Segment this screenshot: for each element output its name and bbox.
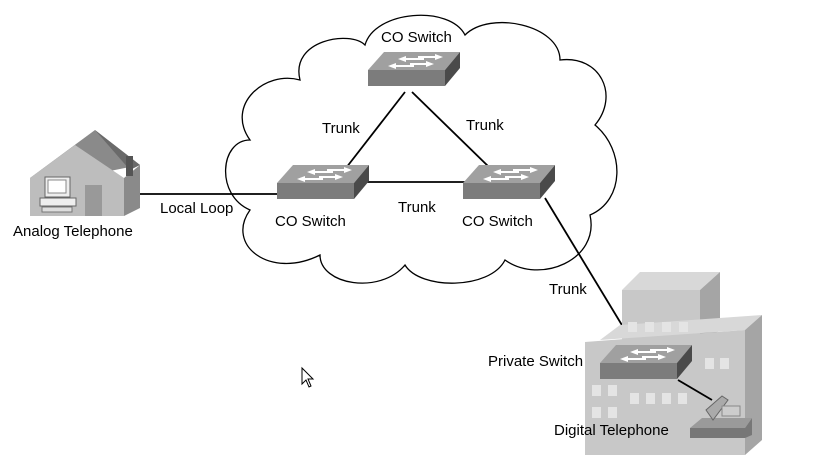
trunk-link-top-right bbox=[411, 91, 491, 169]
co-switch-right-icon bbox=[463, 165, 555, 199]
local-loop-label: Local Loop bbox=[160, 200, 234, 217]
co-switch-left-icon bbox=[277, 165, 369, 199]
digital-telephone-icon bbox=[690, 395, 752, 438]
phone-link bbox=[677, 379, 713, 401]
co-switch-right-label: CO Switch bbox=[462, 213, 533, 230]
digital-telephone-label: Digital Telephone bbox=[554, 422, 669, 439]
trunk-link-private bbox=[544, 197, 635, 346]
trunk-link-top-left bbox=[345, 91, 406, 169]
co-switch-left-label: CO Switch bbox=[275, 213, 346, 230]
analog-telephone-label: Analog Telephone bbox=[13, 223, 133, 240]
house-icon bbox=[30, 130, 140, 216]
private-switch-label: Private Switch bbox=[488, 353, 584, 370]
mouse-cursor-icon bbox=[301, 366, 315, 388]
co-switch-top-icon bbox=[368, 52, 460, 86]
pstn-cloud bbox=[224, 14, 618, 284]
trunk-label: Trunk bbox=[398, 199, 436, 216]
private-switch-icon bbox=[600, 345, 692, 379]
trunk-label: Trunk bbox=[549, 281, 587, 298]
trunk-label: Trunk bbox=[322, 120, 360, 137]
trunk-label: Trunk bbox=[466, 117, 504, 134]
co-switch-top-label: CO Switch bbox=[381, 29, 452, 46]
links bbox=[137, 91, 635, 346]
